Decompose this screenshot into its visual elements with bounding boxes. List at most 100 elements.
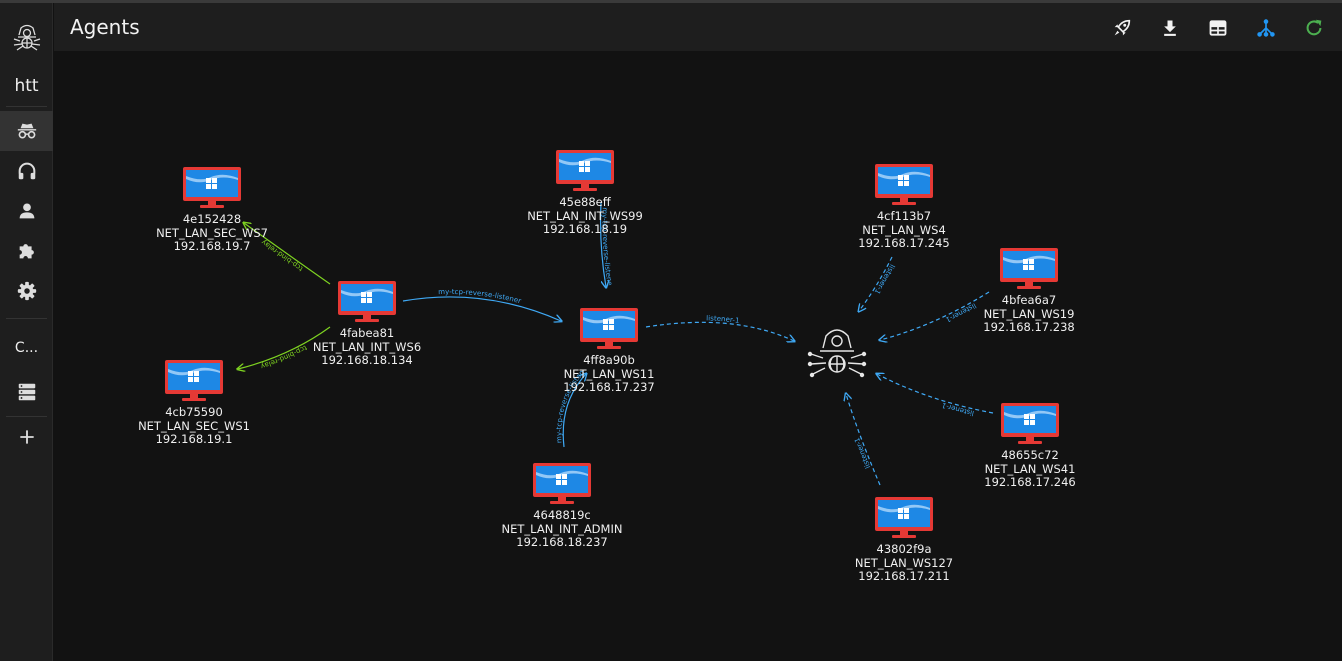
agent-hostname: NET_LAN_WS127 [854, 555, 954, 570]
gear-icon [17, 281, 36, 301]
agent-ip: 192.168.18.237 [516, 535, 608, 549]
table-icon [1209, 20, 1227, 36]
agent-id: 48655c72 [1001, 448, 1059, 462]
link-label: listener-1 [873, 263, 896, 296]
windows-monitor-icon [580, 308, 638, 349]
agent-id: 4cf113b7 [876, 209, 932, 223]
sidebar-item-servers[interactable] [0, 372, 53, 412]
agent-id: 4fabea81 [339, 326, 395, 340]
agent-hostname: NET_LAN_WS4 [862, 222, 946, 237]
agent-hostname: NET_LAN_WS41 [984, 461, 1076, 476]
sidebar-divider [6, 106, 47, 107]
window-top-border [0, 0, 1342, 3]
windows-monitor-icon [183, 167, 241, 208]
agent-hostname: NET_LAN_WS19 [983, 306, 1075, 321]
agent-id: 4648819c [533, 508, 591, 522]
sidebar-item-agents[interactable] [0, 111, 53, 151]
link-bind-ws7 [244, 223, 331, 285]
agent-hostname: NET_LAN_INT_WS99 [527, 208, 643, 223]
refresh-button[interactable] [1301, 15, 1327, 41]
headphones-icon [18, 162, 35, 180]
workspace-label[interactable]: htt [14, 76, 39, 96]
windows-monitor-icon [533, 463, 591, 504]
agent-ip: 192.168.17.211 [858, 569, 950, 583]
sidebar-divider [6, 416, 47, 417]
link-reverse-admin [562, 374, 586, 448]
link-listener-ws19 [880, 291, 990, 340]
download-icon [1164, 20, 1176, 36]
windows-monitor-icon [1000, 248, 1058, 289]
server-icon [18, 383, 35, 401]
sidebar-item-settings[interactable] [0, 271, 53, 311]
link-reverse-ws6 [402, 296, 561, 321]
agent-ip: 192.168.19.7 [173, 239, 251, 253]
user-icon [19, 203, 34, 219]
agent-hostname: NET_LAN_INT_WS6 [312, 339, 422, 354]
windows-monitor-icon [165, 360, 223, 401]
sidebar-item-extensions[interactable] [0, 231, 53, 271]
graph-icon [1257, 19, 1275, 37]
puzzle-icon [19, 244, 34, 259]
agent-node[interactable]: 4ff8a90b NET_LAN_WS11 192.168.17.237 [534, 307, 684, 395]
agent-id: 45e88eff [559, 195, 611, 209]
rocket-icon [1114, 19, 1131, 36]
server-node-icon[interactable] [807, 329, 867, 378]
deploy-button[interactable] [1109, 15, 1135, 41]
agent-ip: 192.168.17.238 [983, 320, 1075, 334]
agent-node[interactable]: 48655c72 NET_LAN_WS41 192.168.17.246 [955, 402, 1105, 490]
agent-node[interactable]: 4e152428 NET_LAN_SEC_WS7 192.168.19.7 [137, 166, 287, 254]
agent-id: 4e152428 [182, 212, 242, 226]
agent-hostname: NET_LAN_SEC_WS1 [138, 418, 250, 433]
agent-ip: 192.168.19.1 [155, 432, 233, 446]
agent-node[interactable]: 43802f9a NET_LAN_WS127 192.168.17.211 [829, 496, 979, 584]
agent-hostname: NET_LAN_INT_ADMIN [501, 521, 623, 536]
agent-ip: 192.168.17.245 [858, 236, 950, 250]
link-reverse-ws99 [599, 202, 606, 287]
agent-node[interactable]: 4bfea6a7 NET_LAN_WS19 192.168.17.238 [954, 247, 1104, 335]
section-label[interactable]: C... [14, 340, 39, 356]
agent-id: 4bfea6a7 [1001, 293, 1057, 307]
graph-view-button[interactable] [1253, 15, 1279, 41]
hacker-logo-icon [13, 24, 40, 51]
table-view-button[interactable] [1205, 15, 1231, 41]
windows-monitor-icon [875, 497, 933, 538]
link-bind-ws1 [238, 326, 331, 369]
agent-node[interactable]: 4fabea81 NET_LAN_INT_WS6 192.168.18.134 [292, 280, 442, 368]
windows-monitor-icon [338, 281, 396, 322]
spy-icon [17, 123, 36, 139]
sidebar-item-users[interactable] [0, 191, 53, 231]
agent-hostname: NET_LAN_WS11 [563, 366, 655, 381]
download-button[interactable] [1157, 15, 1183, 41]
agent-node[interactable]: 45e88eff NET_LAN_INT_WS99 192.168.18.19 [510, 149, 660, 237]
app-logo[interactable] [0, 17, 53, 57]
agents-graph[interactable]: tcp-bind-relay tcp-bind-relay my-tcp-rev… [54, 51, 1342, 661]
refresh-icon [1306, 19, 1322, 36]
agent-id: 4ff8a90b [583, 353, 635, 367]
top-bar: Agents [54, 3, 1342, 51]
sidebar-item-listeners[interactable] [0, 151, 53, 191]
agent-id: 4cb75590 [165, 405, 223, 419]
link-label: listener-1 [706, 314, 740, 325]
windows-monitor-icon [556, 150, 614, 191]
link-listener-ws127 [846, 394, 881, 486]
windows-monitor-icon [875, 164, 933, 205]
add-button[interactable] [0, 417, 53, 457]
sidebar: htt [0, 3, 53, 661]
link-listener-ws11 [645, 321, 794, 341]
agent-hostname: NET_LAN_SEC_WS7 [156, 225, 268, 240]
agent-ip: 192.168.18.134 [321, 353, 413, 367]
link-label: listener-1 [853, 436, 872, 469]
windows-monitor-icon [1001, 403, 1059, 444]
graph-links: tcp-bind-relay tcp-bind-relay my-tcp-rev… [54, 51, 994, 486]
link-listener-ws41 [877, 374, 994, 414]
agent-ip: 192.168.17.246 [984, 475, 1076, 489]
agent-node[interactable]: 4cb75590 NET_LAN_SEC_WS1 192.168.19.1 [119, 359, 269, 447]
page-title: Agents [70, 15, 140, 39]
plus-icon [19, 430, 34, 444]
link-listener-ws4 [859, 256, 893, 311]
agent-node[interactable]: 4cf113b7 NET_LAN_WS4 192.168.17.245 [829, 163, 979, 251]
agent-ip: 192.168.17.237 [563, 380, 655, 394]
agent-node[interactable]: 4648819c NET_LAN_INT_ADMIN 192.168.18.23… [487, 462, 637, 550]
agent-ip: 192.168.18.19 [542, 222, 628, 236]
agent-id: 43802f9a [876, 542, 932, 556]
